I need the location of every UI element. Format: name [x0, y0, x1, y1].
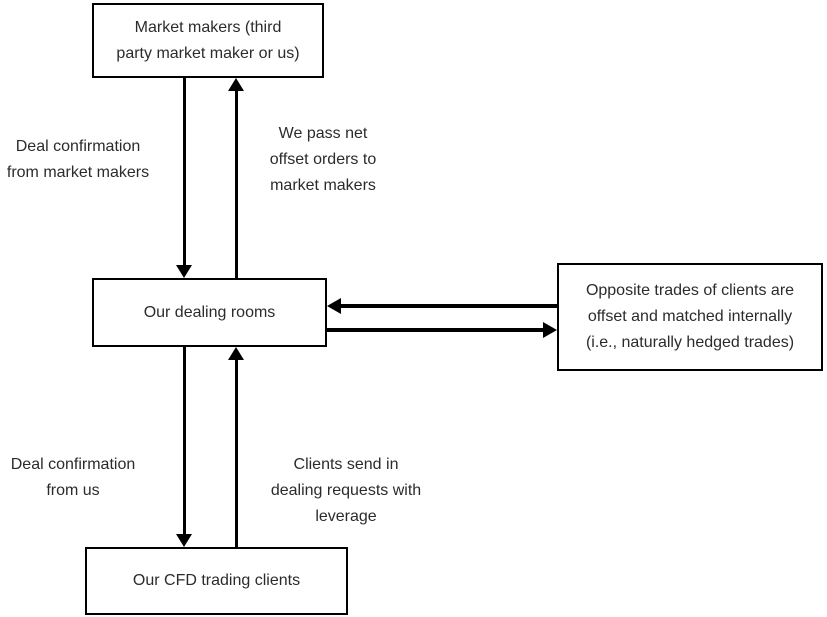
- label-deal-confirmation-from-market-makers: Deal confirmation from market makers: [6, 138, 150, 181]
- arrow-market-makers-to-dealing-rooms-shaft: [183, 78, 186, 265]
- cfd-clients-label: Our CFD trading clients: [132, 572, 301, 589]
- arrow-dealing-rooms-to-opposite-trades-shaft: [327, 328, 543, 332]
- dealing-rooms-box: Our dealing rooms: [92, 278, 327, 347]
- label-clients-send-requests: Clients send in dealing requests with le…: [270, 456, 422, 525]
- label-we-pass-net-offset-orders: We pass net offset orders to market make…: [269, 125, 377, 194]
- market-makers-label: Market makers (third party market maker …: [116, 18, 300, 62]
- arrow-opposite-trades-to-dealing-rooms-shaft: [341, 304, 557, 308]
- cfd-clients-box: Our CFD trading clients: [85, 547, 348, 615]
- arrow-dealing-rooms-to-market-makers-shaft: [235, 91, 238, 278]
- arrow-dealing-rooms-to-clients-shaft: [183, 347, 186, 534]
- dealing-rooms-label: Our dealing rooms: [143, 303, 276, 321]
- label-deal-confirmation-from-us: Deal confirmation from us: [10, 456, 136, 499]
- arrow-down-icon: [176, 534, 192, 547]
- market-makers-box: Market makers (third party market maker …: [92, 3, 324, 78]
- arrow-right-icon: [543, 322, 557, 338]
- arrow-down-icon: [176, 265, 192, 278]
- arrow-left-icon: [327, 298, 341, 314]
- arrow-clients-to-dealing-rooms-shaft: [235, 360, 238, 547]
- arrow-up-icon: [228, 78, 244, 91]
- opposite-trades-box: Opposite trades of clients are offset an…: [557, 263, 823, 371]
- arrow-up-icon: [228, 347, 244, 360]
- opposite-trades-label: Opposite trades of clients are offset an…: [585, 282, 795, 351]
